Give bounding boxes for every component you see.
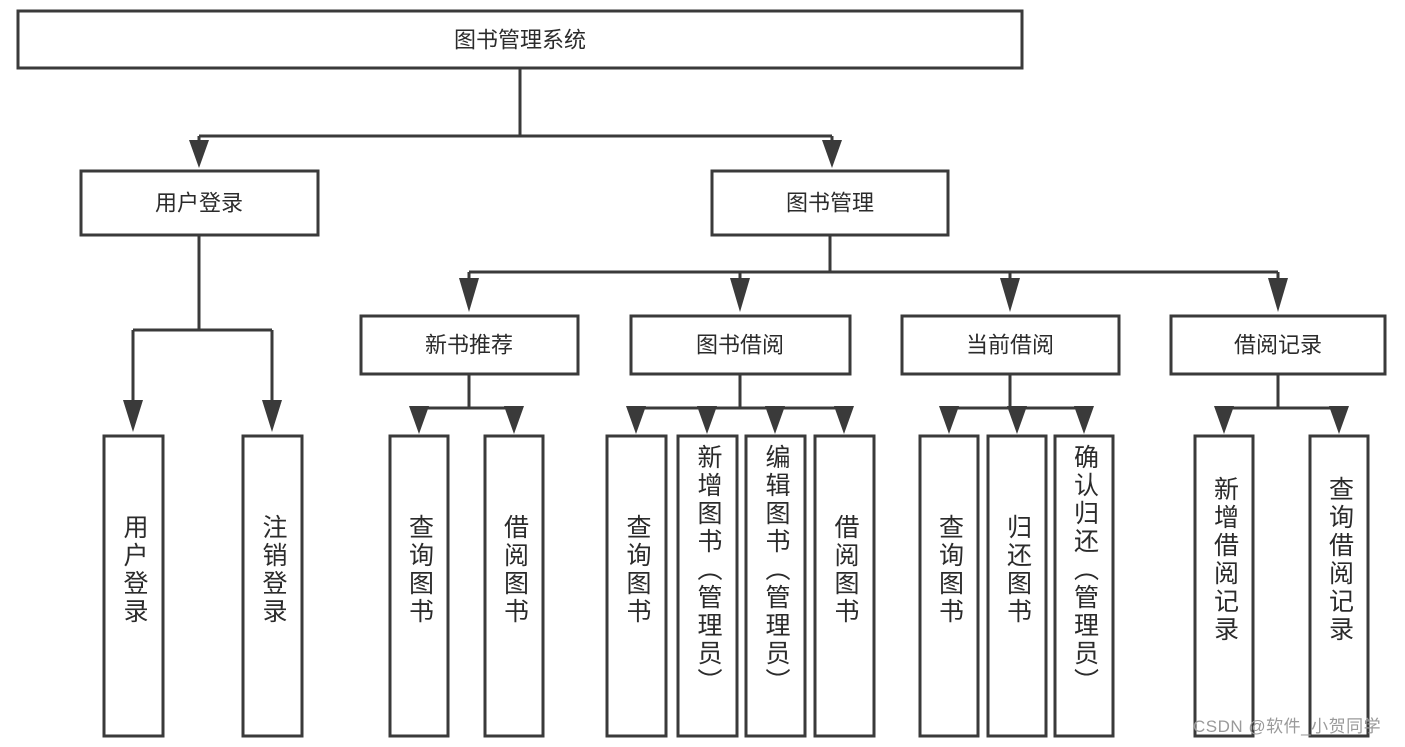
arrow-down-icon-leaf-add-record: [1214, 406, 1234, 434]
new-book-recommend-box[interactable]: [359, 314, 580, 376]
arrow-down-icon-leaf-user-logout: [262, 400, 282, 432]
leaf-box-query-book-1[interactable]: [388, 434, 450, 738]
leaf-box-borrow-book-2[interactable]: [813, 434, 876, 738]
arrow-down-icon-leaf-confirm-return: [1074, 406, 1094, 434]
leaf-box-return-book[interactable]: [986, 434, 1048, 738]
book-borrow-label: 图书借阅: [696, 333, 784, 358]
csdn-watermark: CSDN @软件_小贺同学: [1193, 717, 1382, 736]
borrow-record-label: 借阅记录: [1234, 333, 1322, 358]
arrow-down-icon-book-management: [822, 140, 842, 168]
arrow-down-icon-leaf-query-record: [1329, 406, 1349, 434]
leaf-box-confirm-return[interactable]: [1053, 434, 1115, 738]
node-new-book-recommend[interactable]: 新书推荐: [359, 314, 580, 376]
leaf-box-query-record[interactable]: [1308, 434, 1370, 738]
leaf-box-user-login[interactable]: [102, 434, 165, 738]
arrow-down-icon-leaf-query-book-3: [939, 406, 959, 434]
node-user-login[interactable]: 用户登录: [79, 169, 320, 237]
new-book-recommend-label: 新书推荐: [425, 333, 513, 358]
root-label: 图书管理系统: [454, 28, 586, 53]
arrow-down-icon-book-borrow: [730, 278, 750, 312]
arrow-down-icon-user-login: [189, 140, 209, 168]
leaf-box-query-book-2[interactable]: [605, 434, 668, 738]
arrow-down-icon-borrow-record: [1268, 278, 1288, 312]
arrow-down-icon-leaf-add-book: [697, 406, 717, 434]
node-borrow-record[interactable]: 借阅记录: [1169, 314, 1387, 376]
book-management-box[interactable]: [710, 169, 950, 237]
arrow-down-icon-current-borrow: [1000, 278, 1020, 312]
arrow-down-icon-leaf-edit-book: [765, 406, 785, 434]
current-borrow-box[interactable]: [900, 314, 1121, 376]
leaf-box-user-logout[interactable]: [241, 434, 304, 738]
arrow-down-icon-leaf-borrow-book-2: [834, 406, 854, 434]
arrow-down-icon-leaf-return-book: [1007, 406, 1027, 434]
node-book-management[interactable]: 图书管理: [710, 169, 950, 237]
leaf-box-add-book[interactable]: [676, 434, 739, 738]
arrow-down-icon-new-book-recommend: [459, 278, 479, 312]
leaf-box-edit-book[interactable]: [744, 434, 807, 738]
leaf-box-borrow-book-1[interactable]: [483, 434, 545, 738]
arrow-down-icon-leaf-user-login: [123, 400, 143, 432]
node-root[interactable]: 图书管理系统: [16, 9, 1024, 70]
book-borrow-box[interactable]: [629, 314, 852, 376]
root-box[interactable]: [16, 9, 1024, 70]
node-current-borrow[interactable]: 当前借阅: [900, 314, 1121, 376]
leaf-box-add-record[interactable]: [1193, 434, 1255, 738]
arrow-down-icon-leaf-query-book-1: [409, 406, 429, 434]
arrow-down-icon-leaf-query-book-2: [626, 406, 646, 434]
book-management-label: 图书管理: [786, 191, 874, 216]
user-login-label: 用户登录: [155, 191, 243, 216]
borrow-record-box[interactable]: [1169, 314, 1387, 376]
leaf-box-query-book-3[interactable]: [918, 434, 980, 738]
node-book-borrow[interactable]: 图书借阅: [629, 314, 852, 376]
arrow-down-icon-leaf-borrow-book-1: [504, 406, 524, 434]
current-borrow-label: 当前借阅: [966, 333, 1054, 358]
